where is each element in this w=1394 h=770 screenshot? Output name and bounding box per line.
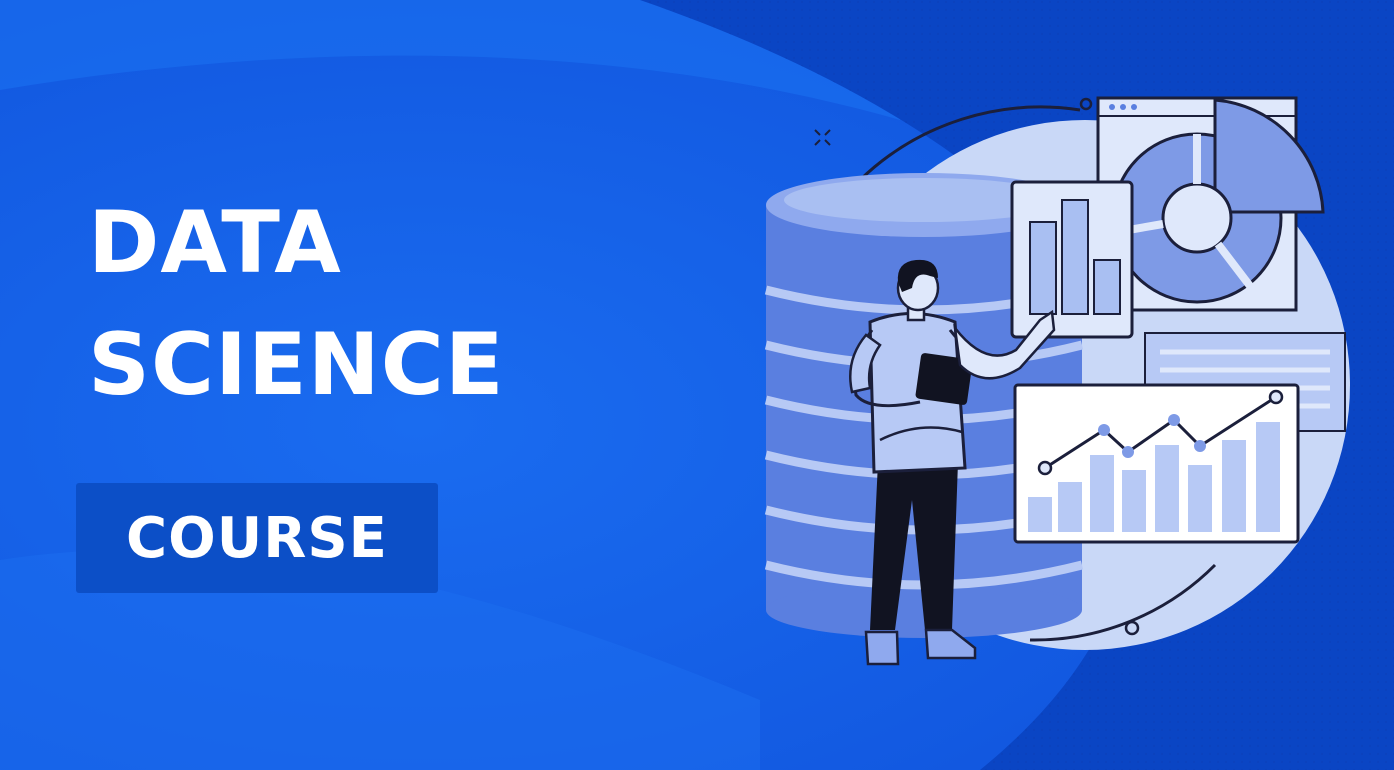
orbit-arc-top [858, 105, 1081, 182]
orbit-dot-bottom [1124, 620, 1140, 636]
person-figure [849, 259, 1056, 666]
line-bar-chart-card [1013, 383, 1300, 544]
bar-chart-card [1010, 180, 1134, 339]
orbit-dot-top [1079, 97, 1093, 111]
course-badge-label: COURSE [126, 505, 388, 571]
title-line-science: SCIENCE [88, 315, 505, 415]
background-wave-bottom [0, 549, 760, 770]
sparkle-icon [814, 129, 831, 146]
course-badge: COURSE [76, 483, 438, 593]
pie-slice-exploded [1213, 98, 1325, 214]
title-line-data: DATA [88, 193, 342, 293]
background-wave-top [0, 0, 900, 120]
